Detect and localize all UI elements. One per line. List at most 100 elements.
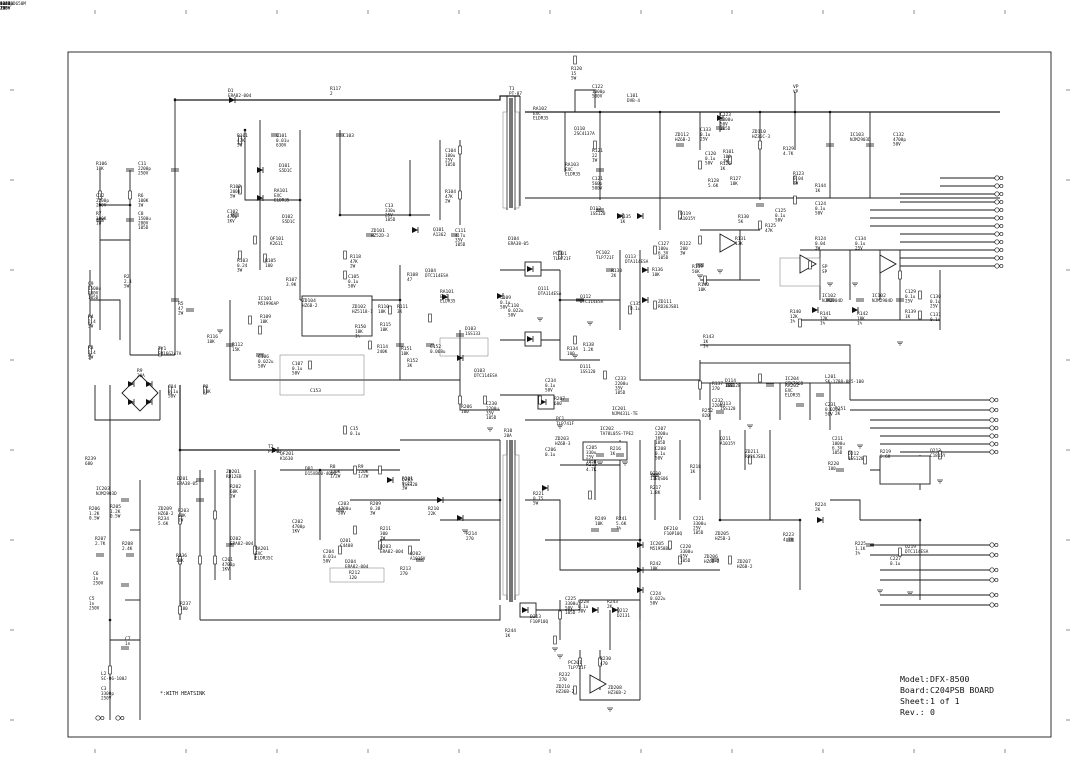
- d101-ref: D101: [279, 163, 290, 169]
- r139-value: 56K: [692, 269, 700, 275]
- r9-ref: R9: [137, 368, 143, 374]
- c221-value: 105D: [693, 530, 704, 536]
- ra101-value: ELDR35: [274, 198, 290, 204]
- d102-ref: D102: [282, 214, 293, 220]
- c106-value: 0.022u: [258, 359, 274, 365]
- l201-ref: L201: [825, 374, 836, 380]
- r131-ref: R131: [735, 236, 746, 242]
- ra202-value: ELDR35: [785, 393, 801, 399]
- r152-ref: R152: [407, 358, 418, 364]
- zd211-ref: ZD211: [745, 449, 759, 455]
- d201-value: ERA38-05: [177, 481, 198, 487]
- c123-value: 50V: [720, 122, 728, 128]
- c111-ref: C111: [455, 228, 466, 234]
- d114-ref: D114: [725, 378, 736, 384]
- l101-value: DVB-4: [627, 98, 640, 104]
- r243-ref: R243: [607, 599, 618, 605]
- component-labels: D1ERA82-004R1172T1PT-87R120155WC1221000p…: [0, 0, 946, 702]
- r121-value: 22: [592, 153, 598, 159]
- r124-ref: R124: [815, 236, 826, 242]
- r232-value: 270: [559, 677, 567, 683]
- q111-ref: Q111: [538, 286, 549, 292]
- ra101b-ref: RA101: [440, 289, 454, 295]
- c6-ref: C6: [93, 571, 99, 577]
- r109-value: 10K: [260, 319, 268, 325]
- r103-value: 0.24: [237, 263, 248, 269]
- r207-ref: R207: [554, 396, 565, 402]
- pc101-value: TLP721F: [553, 256, 572, 262]
- c127-value: 6.3V: [658, 251, 669, 257]
- c9-value: 200V: [88, 291, 99, 297]
- q101-value: A1362: [433, 232, 446, 238]
- r216-ref: R216: [610, 446, 621, 452]
- c230-value: 105D: [486, 415, 497, 421]
- c134-ref: C134: [855, 236, 866, 242]
- r124-value: 3W: [815, 246, 821, 252]
- zd110-ref: ZD110: [752, 129, 766, 135]
- d112-ref: D112: [590, 206, 601, 212]
- r243-value: 2K: [607, 604, 613, 610]
- r101b-value: 100: [723, 154, 731, 160]
- c132-ref: C132: [893, 132, 904, 138]
- r201-ref: R201: [402, 476, 413, 482]
- c109-value: 50V: [500, 305, 508, 311]
- sp-ref: SP: [822, 264, 828, 270]
- c205-ref: C205: [586, 445, 597, 451]
- t2-value: PT-90: [268, 449, 281, 455]
- r1-value: 10K: [203, 389, 211, 395]
- zd101-ref: ZD101: [371, 228, 385, 234]
- r142-ref: R142: [857, 311, 868, 317]
- ic103-value: NJM2903D: [850, 137, 871, 143]
- r142-value: 18K: [857, 316, 865, 322]
- r126-value: 1K: [720, 166, 726, 172]
- r102-ref: R102: [230, 184, 241, 190]
- r110-value: 18K: [378, 309, 386, 315]
- ra103-ref: RA103: [565, 162, 579, 168]
- r201-value: 0.22: [402, 481, 413, 487]
- ic202-value: TA78L05S-TPE2: [600, 431, 634, 437]
- c122-ref: C122: [592, 84, 603, 90]
- d104-value: ERA38-05: [508, 241, 529, 247]
- r206b-value: 0.5W: [89, 516, 100, 522]
- r105-ref: R105: [265, 258, 276, 264]
- ra101-value: EXC: [274, 193, 282, 199]
- r242-value: 10K: [650, 566, 658, 572]
- c227-value: 0.1u: [890, 561, 901, 567]
- r134-value: 100: [567, 351, 575, 357]
- r236-ref: R236: [176, 553, 187, 559]
- zd110-value: HZ36C-3: [752, 134, 771, 140]
- zd206-ref: ZD206: [704, 554, 718, 560]
- ic205-ref: IC205: [650, 541, 664, 547]
- r10-value: 20A: [504, 433, 512, 439]
- r223-value: 4.7K: [783, 537, 794, 543]
- r215-value: 4.7K: [586, 467, 597, 473]
- ra201-ref: RA201: [255, 546, 269, 552]
- c205-value: 25V: [586, 455, 594, 461]
- c11-ref: C11: [138, 161, 147, 167]
- ra102-ref: RA102: [533, 106, 547, 112]
- zd205-value: HZ5B-3: [715, 536, 731, 542]
- c134-value: 0.1u: [855, 241, 866, 247]
- r213-value: 270: [400, 571, 408, 577]
- r138-ref: R138: [583, 342, 594, 348]
- c153-ref: C153: [310, 388, 321, 394]
- c104-ref: C104: [445, 148, 456, 154]
- ra202-ref: RA202: [785, 383, 799, 389]
- r106-value: 10K: [96, 166, 104, 172]
- q112-ref: Q112: [580, 294, 591, 300]
- c121-value: 560p: [592, 181, 603, 187]
- c211-value: 105D: [832, 450, 843, 456]
- r203-value: 1W: [178, 518, 184, 524]
- r125-value: 47K: [765, 228, 773, 234]
- zd207-value: HZ6B-2: [737, 564, 753, 570]
- r129-value: 4.7K: [783, 151, 794, 157]
- pc101-ref: PC101: [553, 251, 567, 257]
- ic204-ref: IC204: [785, 376, 799, 382]
- c2-value: 0.47u: [0, 1, 13, 7]
- q113-ref: Q113: [625, 254, 636, 260]
- r211-value: 1W: [380, 536, 386, 542]
- c131-value: 0.1u: [930, 317, 941, 323]
- r107-ref: R107: [286, 277, 297, 283]
- r117-value: 2: [330, 91, 333, 97]
- c111-value: 35V: [455, 238, 463, 244]
